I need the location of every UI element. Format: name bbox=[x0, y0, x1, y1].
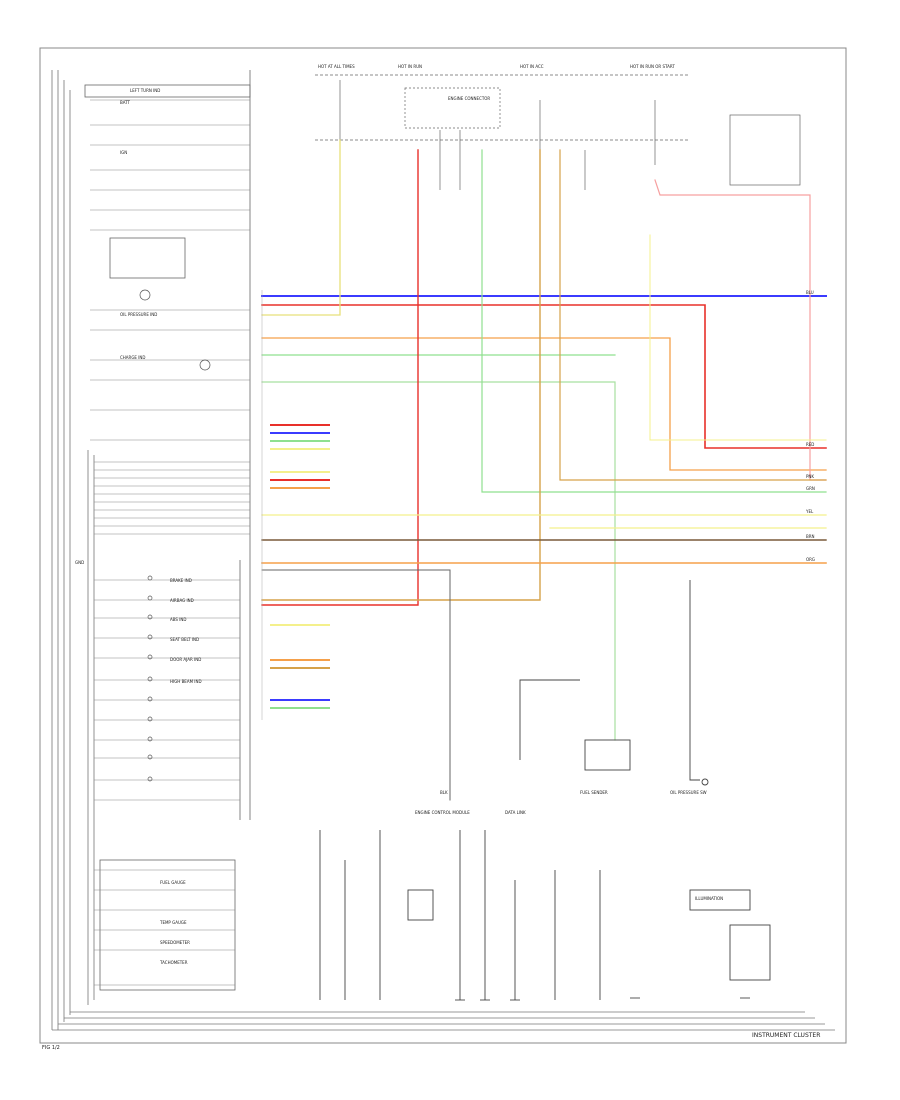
battery-label: BATT bbox=[120, 100, 130, 105]
wire-red-main bbox=[261, 304, 827, 449]
wire-yellow-4 bbox=[649, 234, 827, 441]
wire-green-2 bbox=[261, 381, 616, 741]
ground-label: GND bbox=[75, 560, 85, 565]
airbag-ind-label: AIRBAG IND bbox=[170, 598, 194, 603]
seat-belt-ind-label: SEAT BELT IND bbox=[170, 637, 200, 642]
ground-symbols bbox=[455, 997, 750, 1001]
wire-yellow-1 bbox=[261, 139, 341, 316]
oil-pressure-ind-label: OIL PRESSURE IND bbox=[120, 312, 158, 317]
tachometer-label: TACHOMETER bbox=[160, 960, 188, 965]
left-bus-lines bbox=[51, 70, 835, 1031]
illumination-label: ILLUMINATION bbox=[695, 896, 724, 901]
fuse-label-b: HOT IN RUN bbox=[398, 64, 423, 69]
wire-label-brn: BRN bbox=[806, 534, 815, 539]
oil-pressure-sw-label: OIL PRESSURE SW bbox=[670, 790, 707, 795]
wire-label-blu: BLU bbox=[806, 290, 814, 295]
bottom-components bbox=[319, 580, 771, 1000]
high-beam-ind-label: HIGH BEAM IND bbox=[170, 679, 202, 684]
connector-stubs bbox=[270, 424, 330, 709]
wire-label-org: ORG bbox=[806, 557, 816, 562]
fuse-label-c: HOT IN ACC bbox=[520, 64, 544, 69]
engine-connector-label: ENGINE CONNECTOR bbox=[448, 96, 491, 101]
footer-title: INSTRUMENT CLUSTER bbox=[752, 1032, 821, 1039]
wire-label-grn: GRN bbox=[806, 486, 815, 491]
wire-orange-1 bbox=[261, 337, 827, 471]
fuel-sender-label: FUEL SENDER bbox=[580, 790, 608, 795]
wire-red-2 bbox=[261, 149, 419, 606]
ignition-label: IGN bbox=[120, 150, 128, 155]
diagram-border bbox=[39, 47, 847, 1044]
indicator-bulbs bbox=[139, 289, 211, 782]
charge-ind-label: CHARGE IND bbox=[120, 355, 146, 360]
wire-green-3 bbox=[481, 149, 827, 493]
ecm-label: ENGINE CONTROL MODULE bbox=[415, 810, 470, 815]
wire-label-blk: BLK bbox=[440, 790, 448, 795]
speedometer-label: SPEEDOMETER bbox=[160, 940, 190, 945]
top-fuse-section bbox=[315, 74, 801, 300]
wire-label-yel: YEL bbox=[806, 509, 814, 514]
brake-ind-label: BRAKE IND bbox=[170, 578, 192, 583]
wire-tan-1 bbox=[261, 149, 541, 601]
fuse-label-a: HOT AT ALL TIMES bbox=[318, 64, 355, 69]
data-link-label: DATA LINK bbox=[505, 810, 526, 815]
temp-gauge-label: TEMP GAUGE bbox=[160, 920, 187, 925]
cluster-row-lines bbox=[90, 99, 250, 986]
wire-label-red: RED bbox=[806, 442, 815, 447]
fuse-label-d: HOT IN RUN OR START bbox=[630, 64, 675, 69]
wire-tan-2 bbox=[559, 149, 827, 481]
abs-ind-label: ABS IND bbox=[170, 617, 187, 622]
wire-pink bbox=[654, 179, 827, 481]
colored-wires bbox=[261, 139, 827, 801]
left-turn-ind-label: LEFT TURN IND bbox=[130, 88, 161, 93]
door-ajar-ind-label: DOOR AJAR IND bbox=[170, 657, 202, 662]
wire-gray-1 bbox=[261, 569, 451, 801]
fuel-gauge-label: FUEL GAUGE bbox=[160, 880, 186, 885]
cluster-internal-boxes bbox=[84, 70, 251, 991]
page-ref: FIG 1/2 bbox=[42, 1045, 60, 1051]
wire-label-pnk: PNK bbox=[806, 474, 815, 479]
